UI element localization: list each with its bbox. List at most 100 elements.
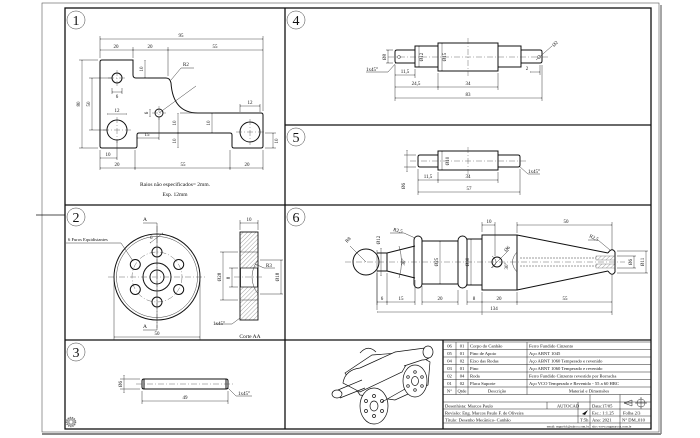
pen-icon [582,410,588,415]
dim-text: 55 [213,45,219,50]
dim-text: Ø28 [218,272,223,281]
section-title: Corte AA [239,334,260,340]
part5-support-pin: Ø6 Ø10 11,5 34 57 1x45° [402,147,540,195]
dim-text: 20 [497,297,503,302]
drawing-title: Título: Desenho Mecânico- Canhão [445,418,511,423]
svg-text:6: 6 [293,211,300,226]
svg-text:01: 01 [460,344,465,349]
dim-text: 57 [467,187,473,192]
dim-text: Ø10 [446,156,451,165]
svg-text:Aço VCO Temperado e Revenido -: Aço VCO Temperado e Revenido - 55 a 60 H… [529,381,619,386]
dim-95: 95 [179,34,185,39]
review: Revisão: Eng. Marcos Paulo F. de Oliveir… [445,411,523,416]
dim-text: Ø2 [552,40,560,48]
dim-text: 50 [87,101,92,107]
svg-text:Aço ABNT 1060 Temperado e reve: Aço ABNT 1060 Temperado e revenido [529,359,603,364]
dim-text: 1x45° [366,68,378,73]
svg-text:Qtde: Qtde [458,389,467,394]
gear-logo-icon [65,416,77,428]
dim-text: 49 [183,396,189,401]
dim-text: 20 [115,163,121,168]
svg-text:Pino: Pino [470,366,479,371]
dim-text: Ø8 [383,53,388,60]
time: T:5h [580,418,589,423]
section-label-1: 1 [66,10,86,30]
svg-text:Descrição: Descrição [488,389,507,394]
svg-text:Material e Dimensões: Material e Dimensões [569,389,610,394]
date: Data:17/05 [592,404,613,409]
dim-text: 10 [207,120,212,126]
sheet-number: Folha 2/3 [623,411,641,416]
dim-text: 1x45° [528,170,540,175]
isometric-cannon-view [331,345,434,425]
projection-symbol-icon [623,397,647,409]
dim-text: 24,5 [412,82,421,87]
section-mark-top: A [143,217,147,223]
part4-axle: Ø8 Ø12 Ø15 Ø2 1x45° 11,5 24,5 34 83 2 [366,38,560,101]
dim-text: 8 [227,276,232,279]
dim-text: 30° [505,263,510,270]
dim-text: R3 [266,264,272,269]
svg-text:02: 02 [447,374,452,379]
svg-text:1: 1 [73,14,80,29]
scale: Esc.: 1:1.25 [592,411,615,416]
dim-text: 20 [245,163,251,168]
dim-text: 20 [438,297,444,302]
dim-text: 6 [381,297,384,302]
section-mark-bottom: A [143,324,147,330]
svg-text:01: 01 [447,381,452,386]
dim-text: R8 [345,236,353,244]
svg-text:Placa Suporte: Placa Suporte [470,381,495,386]
svg-text:06: 06 [447,344,452,349]
dim-text: 2 [526,67,529,72]
dim-text: 10 [173,138,178,144]
svg-text:04: 04 [447,359,452,364]
dim-text: 20 [114,45,120,50]
svg-text:2: 2 [73,211,80,226]
svg-text:01: 01 [460,351,465,356]
dim-text: Ø25 [435,257,440,266]
dim-text: 10 [487,220,493,225]
dim-text: 12 [115,109,121,114]
dim-text: 11,5 [401,70,410,75]
part3-pin: Ø6 49 1x45° [65,375,252,428]
holes-note: 6 Furos Equidistantes [68,237,108,242]
dim-text: 34 [466,82,472,87]
svg-text:03: 03 [447,366,452,371]
dim-text: R2,5 [393,228,404,235]
svg-text:Aço ABNT 1060 Temperado e reve: Aço ABNT 1060 Temperado e revenido [529,366,603,371]
dim-text: 80 [77,101,82,107]
svg-text:05: 05 [447,351,452,356]
dim-text: 10 [275,138,280,144]
section-label-6: 6 [286,207,306,227]
note-radii: Raios não especificados= 2mm. [140,181,211,188]
drafter: Desenhista: Marcos Paulo [445,404,494,409]
drawing-number: N° DM_010 [622,418,646,423]
software: AUTOCAD [557,404,580,409]
dim-text: 30° [402,259,407,266]
dim-text: 83 [466,93,472,98]
dim-text: 1x45° [238,392,250,397]
dim-text: Ø18 [276,272,281,281]
dim-text: 134 [490,307,498,312]
note-thickness: Esp. 12mm [162,192,188,198]
svg-text:5: 5 [293,131,300,146]
svg-text:02: 02 [460,381,465,386]
dim-text: Ø11 [641,257,646,266]
dim-text: 15 [399,297,405,302]
dim-text: 20 [148,45,154,50]
dim-text: 55 [563,297,569,302]
svg-text:4: 4 [293,14,300,29]
svg-text:3: 3 [73,346,80,361]
dim-text: Ø6 [629,258,634,265]
svg-text:02: 02 [460,359,465,364]
section-label-5: 5 [286,127,306,147]
section-label-4: 4 [286,10,306,30]
